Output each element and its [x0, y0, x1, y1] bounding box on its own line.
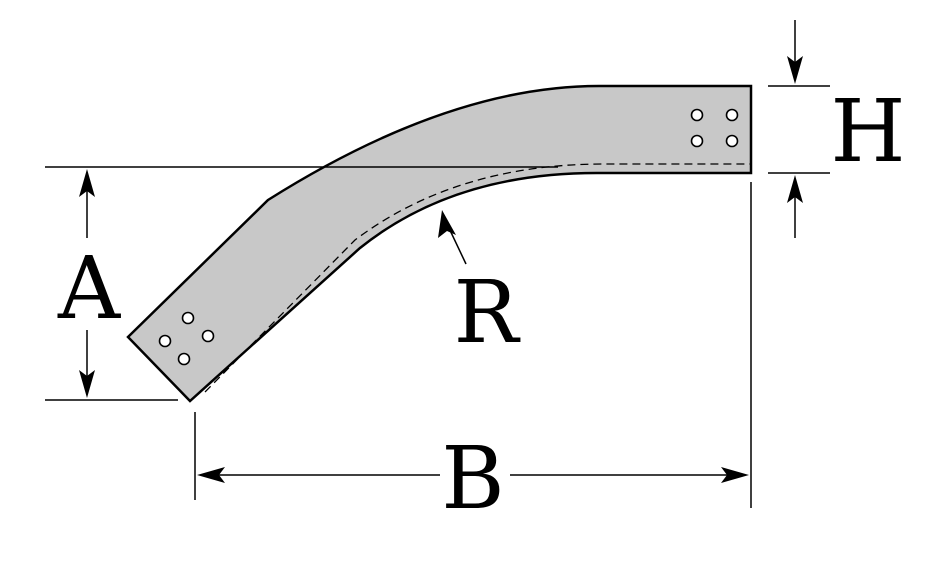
bolt-hole: [181, 311, 195, 325]
curved-bend-plate: [126, 84, 753, 403]
radius-leader: [438, 210, 467, 265]
bolt-holes-right: [690, 108, 739, 148]
radius-label: R: [454, 263, 521, 363]
bolt-holes-left: [158, 311, 215, 366]
dimension-b-label: B: [441, 429, 504, 529]
bolt-hole: [690, 108, 704, 122]
bolt-hole: [177, 352, 191, 366]
dimension-a: [79, 169, 95, 398]
radius-leader-arrow: [438, 210, 456, 238]
dimension-a-arrow-up: [79, 169, 95, 197]
inner-radius-dashed-line: [204, 163, 751, 393]
bolt-hole: [725, 108, 739, 122]
dimension-b-arrow-left: [197, 467, 225, 483]
dimension-h-arrow-down: [787, 56, 803, 84]
dimension-a-label: A: [57, 239, 121, 339]
dimension-h: [787, 20, 803, 238]
extension-lines: [45, 85, 830, 508]
bolt-hole: [725, 134, 739, 148]
dimension-b: [197, 467, 749, 483]
bolt-hole: [690, 134, 704, 148]
bolt-hole: [158, 334, 172, 348]
dimension-h-arrow-up: [787, 175, 803, 203]
bolt-hole: [201, 329, 215, 343]
dimension-b-arrow-right: [721, 467, 749, 483]
dimension-a-arrow-down: [79, 370, 95, 398]
dimension-h-label: H: [831, 82, 906, 182]
